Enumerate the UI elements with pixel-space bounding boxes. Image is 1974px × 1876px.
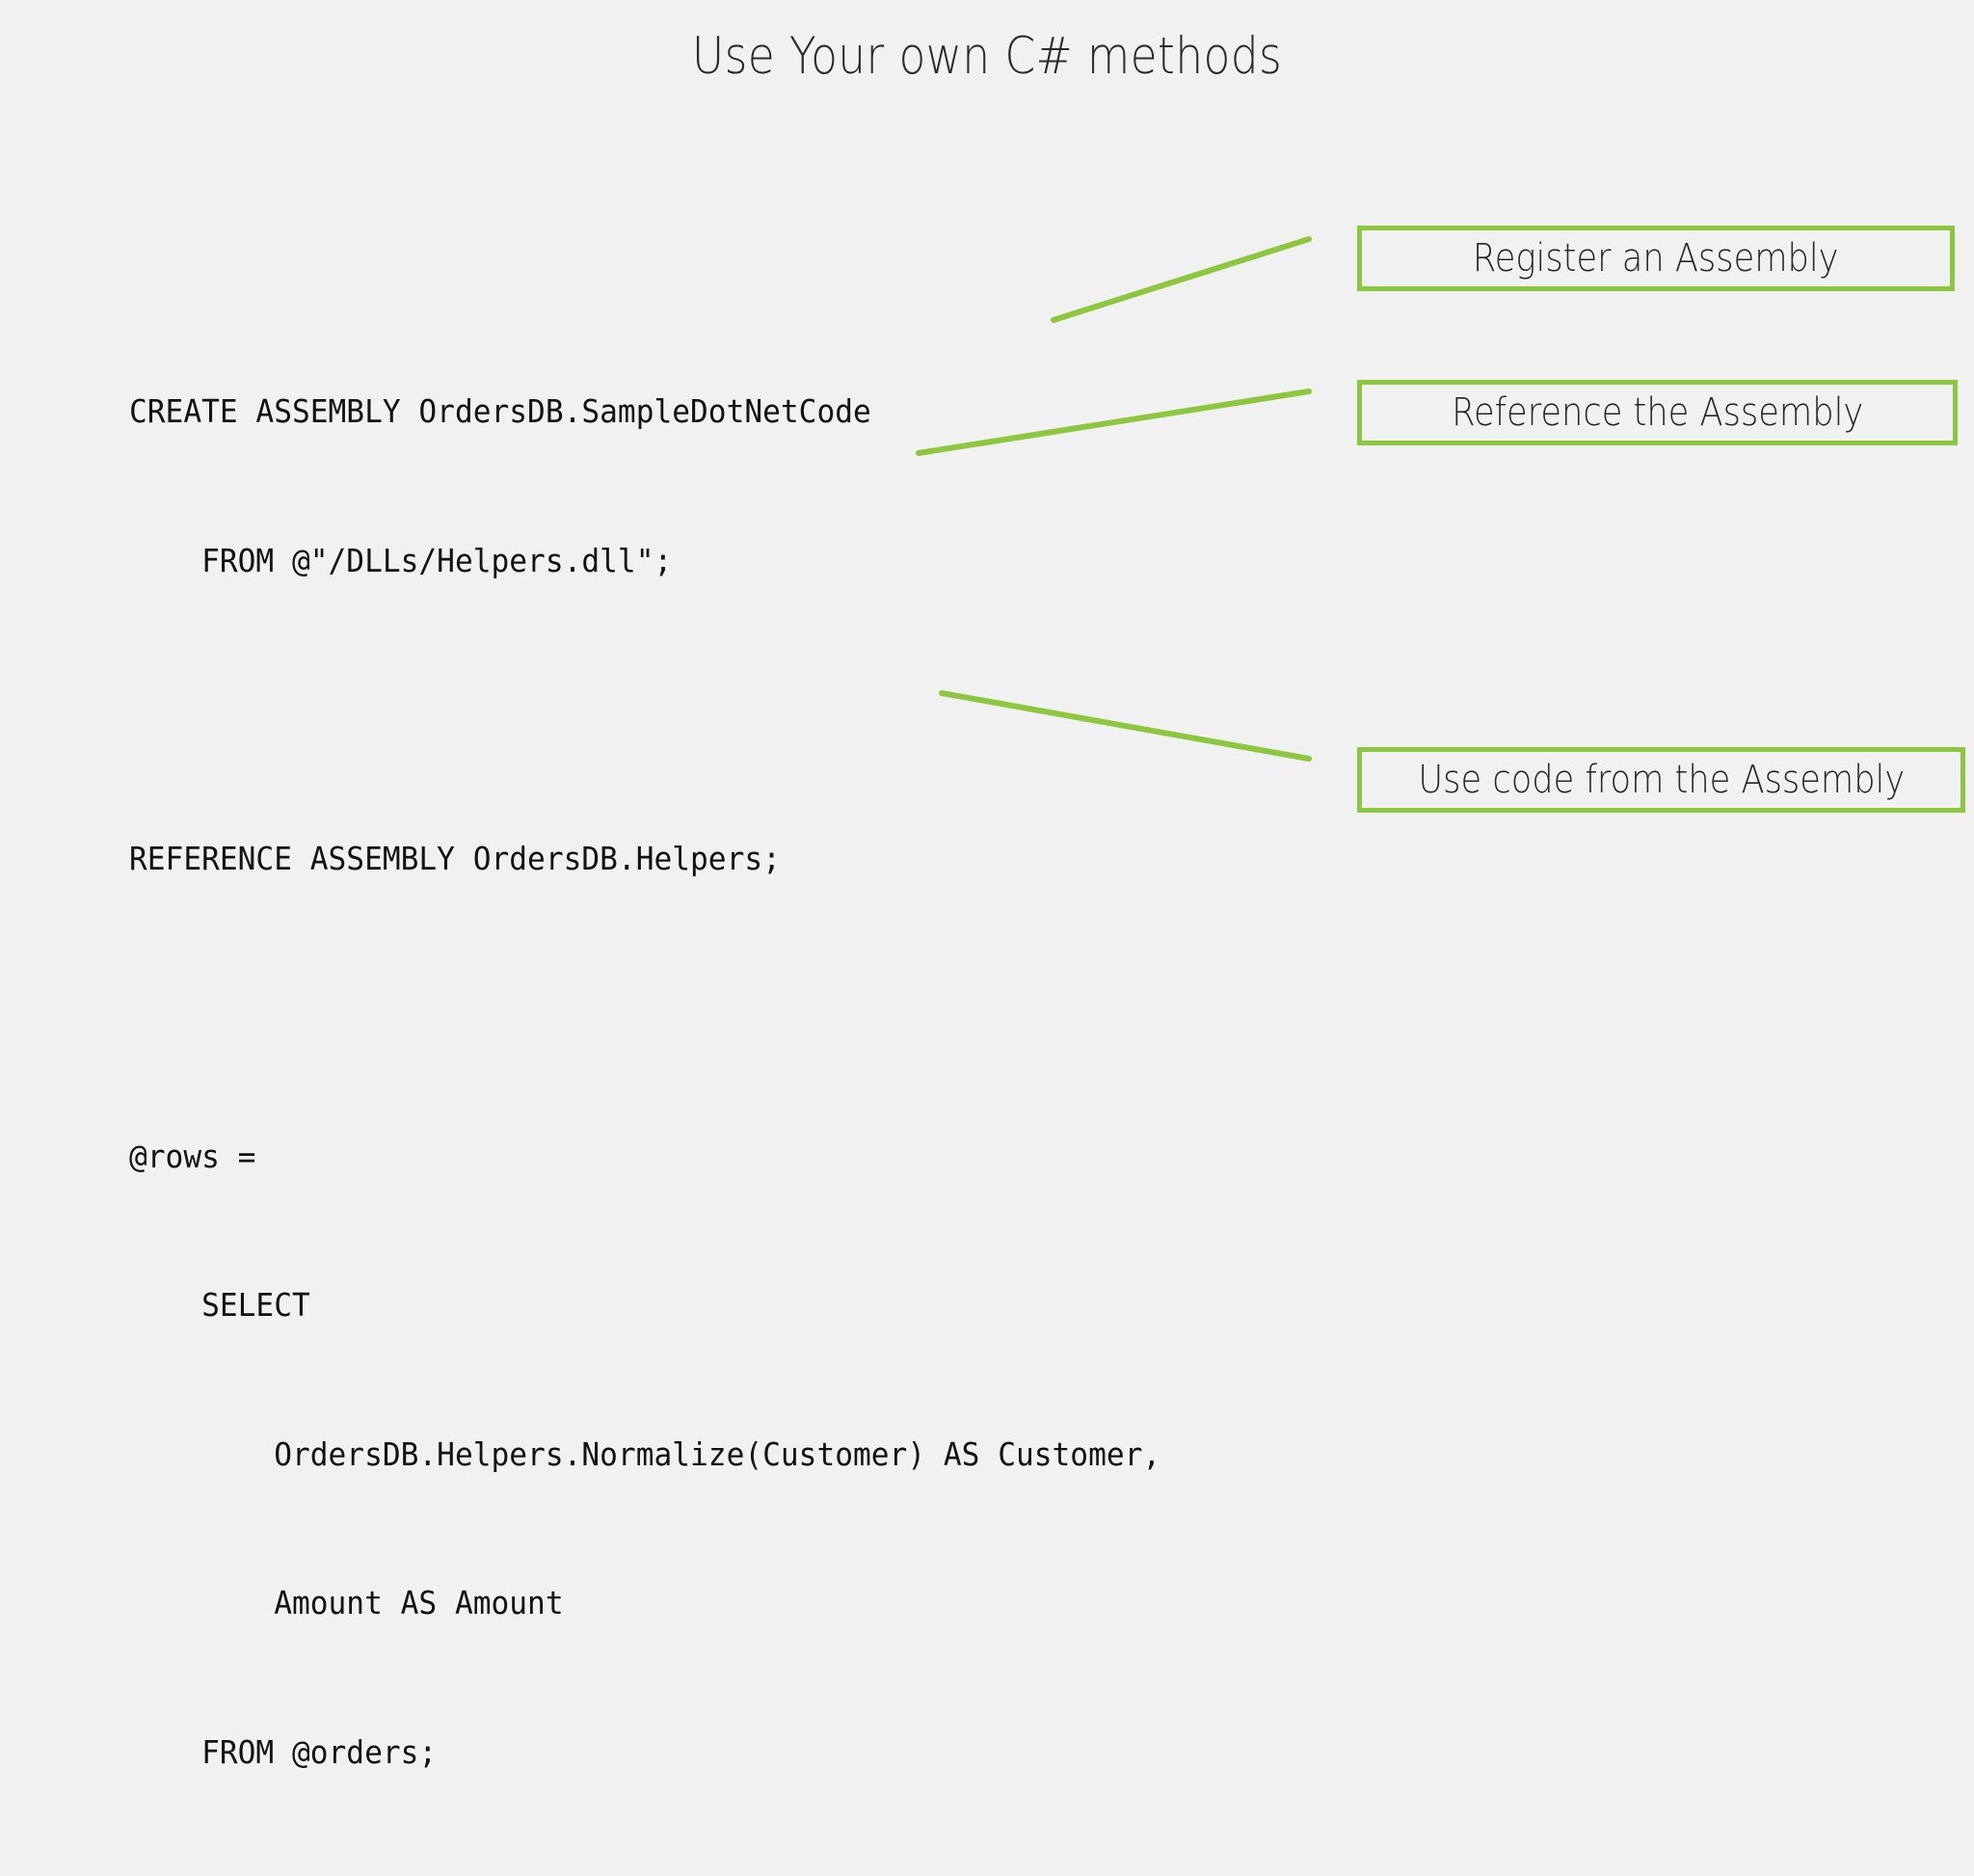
- code-line: CREATE ASSEMBLY OrdersDB.SampleDotNetCod…: [129, 392, 871, 430]
- code-line: @rows =: [129, 1137, 256, 1175]
- callout-reference-the-assembly[interactable]: Reference the Assembly: [1357, 380, 1958, 445]
- code-line-blank: [129, 684, 1160, 735]
- code-line: Amount AS Amount: [129, 1584, 564, 1621]
- code-line: REFERENCE ASSEMBLY OrdersDB.Helpers;: [129, 839, 781, 877]
- code-line: SELECT: [129, 1286, 310, 1324]
- callout-register-an-assembly[interactable]: Register an Assembly: [1357, 226, 1955, 291]
- code-line: FROM @orders;: [129, 1732, 438, 1771]
- callout-label: Use code from the Assembly: [1418, 758, 1905, 802]
- callout-label: Register an Assembly: [1473, 236, 1839, 281]
- code-line: OrdersDB.Helpers.Normalize(Customer) AS …: [129, 1434, 1161, 1473]
- slide-canvas: Use Your own C# methods CREATE ASSEMBLY …: [129, 27, 1965, 1771]
- code-line-blank: [129, 982, 1160, 1032]
- callout-label: Reference the Assembly: [1451, 390, 1864, 435]
- callout-use-code-from-the-assembly[interactable]: Use code from the Assembly: [1357, 747, 1965, 813]
- page-title: Use Your own C# methods: [691, 27, 1283, 86]
- code-block: CREATE ASSEMBLY OrdersDB.SampleDotNetCod…: [129, 287, 1160, 1876]
- code-line: FROM @"/DLLs/Helpers.dll";: [129, 541, 673, 579]
